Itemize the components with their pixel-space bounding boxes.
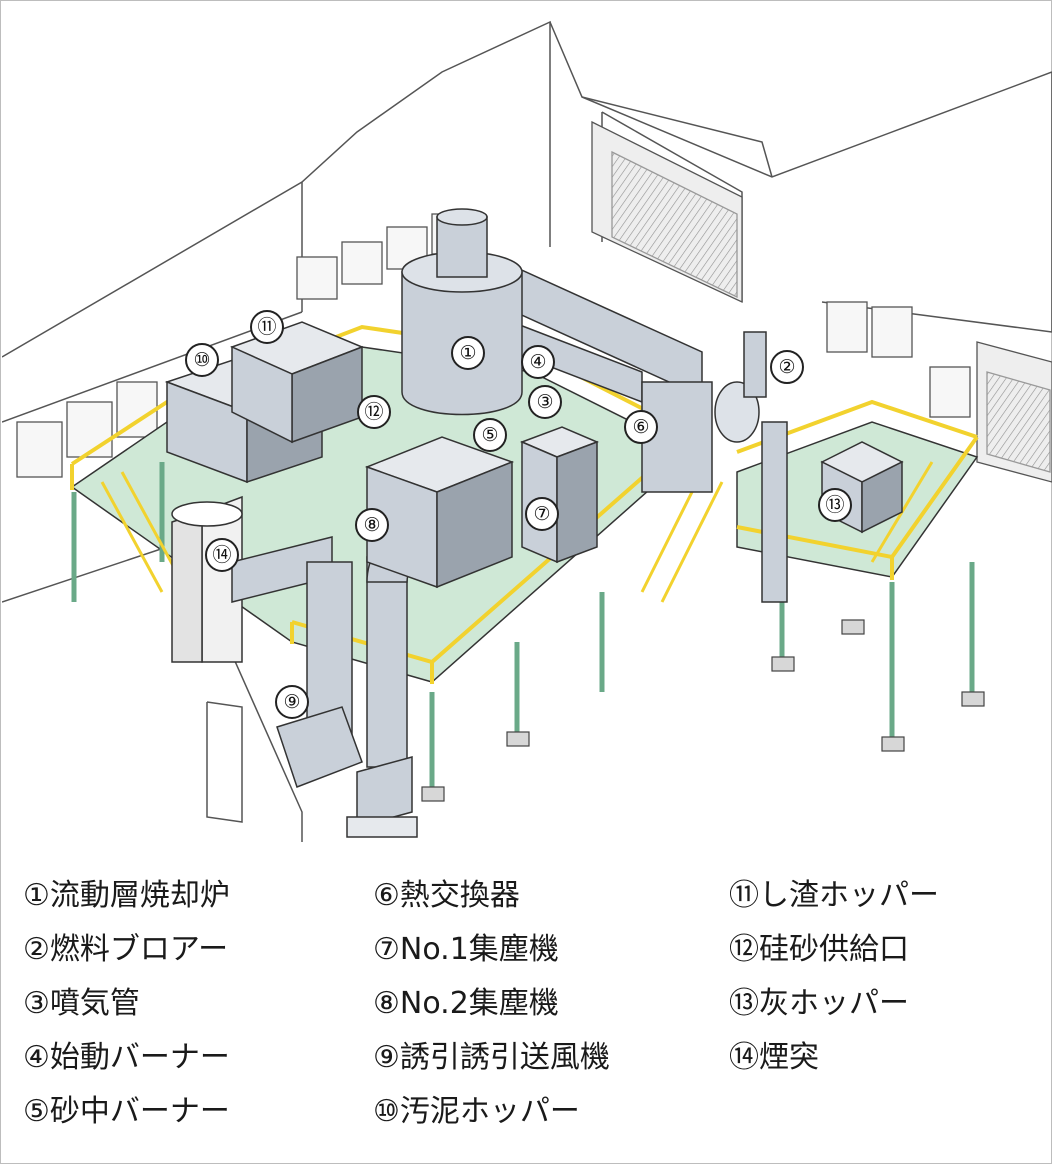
fuel-blower: [743, 331, 788, 603]
svg-text:⑨: ⑨: [283, 691, 300, 713]
callout-3: ③: [528, 385, 562, 419]
callout-11: ⑪: [250, 310, 284, 344]
legend-column-2: ⑥熱交換器 ⑦No.1集塵機 ⑧No.2集塵機 ⑨誘引誘引送風機 ⑩汚泥ホッパー: [373, 869, 610, 1139]
callout-2: ②: [770, 350, 804, 384]
callout-labels: ① ② ③ ④ ⑤ ⑥ ⑦ ⑧ ⑨ ⑩ ⑪ ⑫ ⑬ ⑭: [185, 310, 852, 719]
legend-item: ⑤砂中バーナー: [23, 1094, 230, 1129]
callout-10: ⑩: [185, 343, 219, 377]
legend-column-3: ⑪し渣ホッパー ⑫硅砂供給口 ⑬灰ホッパー ⑭煙突: [729, 869, 939, 1085]
callout-4: ④: [521, 345, 555, 379]
dust-collector-7: [519, 426, 600, 564]
building-walls: [2, 20, 1052, 842]
legend-item: ②燃料ブロアー: [23, 932, 229, 967]
legend-item: ①流動層焼却炉: [23, 878, 230, 913]
svg-text:⑭: ⑭: [212, 544, 231, 566]
callout-14: ⑭: [205, 538, 239, 572]
callout-6: ⑥: [624, 410, 658, 444]
svg-text:①: ①: [459, 342, 476, 364]
legend-item: ⑪し渣ホッパー: [729, 878, 939, 913]
legend-item: ⑦No.1集塵機: [373, 932, 559, 967]
shutter-doors: [591, 120, 1052, 483]
svg-text:③: ③: [536, 391, 553, 413]
legend: ①流動層焼却炉 ②燃料ブロアー ③噴気管 ④始動バーナー ⑤砂中バーナー ⑥熱交…: [1, 869, 1054, 1159]
legend-item: ④始動バーナー: [23, 1040, 230, 1075]
callout-9: ⑨: [275, 685, 309, 719]
ash-hopper: [820, 441, 904, 534]
svg-text:⑩: ⑩: [193, 349, 210, 371]
chimney: [171, 495, 243, 663]
legend-column-1: ①流動層焼却炉 ②燃料ブロアー ③噴気管 ④始動バーナー ⑤砂中バーナー: [23, 869, 230, 1139]
svg-text:⑦: ⑦: [533, 503, 550, 525]
callout-7: ⑦: [525, 497, 559, 531]
legend-item: ⑬灰ホッパー: [729, 986, 909, 1021]
legend-item: ⑭煙突: [729, 1040, 819, 1075]
svg-text:⑤: ⑤: [481, 424, 498, 446]
callout-5: ⑤: [473, 418, 507, 452]
legend-item: ⑧No.2集塵機: [373, 986, 559, 1021]
svg-text:⑥: ⑥: [632, 416, 649, 438]
legend-item: ⑩汚泥ホッパー: [373, 1094, 580, 1129]
building-windows: [16, 213, 971, 478]
induced-draft-fan: [276, 706, 418, 838]
svg-text:⑪: ⑪: [257, 316, 276, 338]
callout-8: ⑧: [355, 508, 389, 542]
callout-13: ⑬: [818, 488, 852, 522]
callout-1: ①: [451, 336, 485, 370]
legend-item: ⑥熱交換器: [373, 878, 520, 913]
footings: [421, 619, 985, 802]
legend-item: ⑨誘引誘引送風機: [373, 1040, 610, 1075]
sludge-hoppers: [164, 321, 365, 484]
plant-isometric-drawing: ① ② ③ ④ ⑤ ⑥ ⑦ ⑧ ⑨ ⑩ ⑪ ⑫ ⑬ ⑭: [2, 20, 1052, 842]
svg-text:②: ②: [778, 356, 795, 378]
svg-text:⑧: ⑧: [363, 514, 380, 536]
dust-collector-8: [364, 436, 515, 589]
svg-text:④: ④: [529, 351, 546, 373]
callout-12: ⑫: [357, 395, 391, 429]
svg-text:⑫: ⑫: [364, 401, 383, 423]
legend-item: ⑫硅砂供給口: [729, 932, 909, 967]
svg-text:⑬: ⑬: [825, 494, 844, 516]
legend-item: ③噴気管: [23, 986, 140, 1021]
